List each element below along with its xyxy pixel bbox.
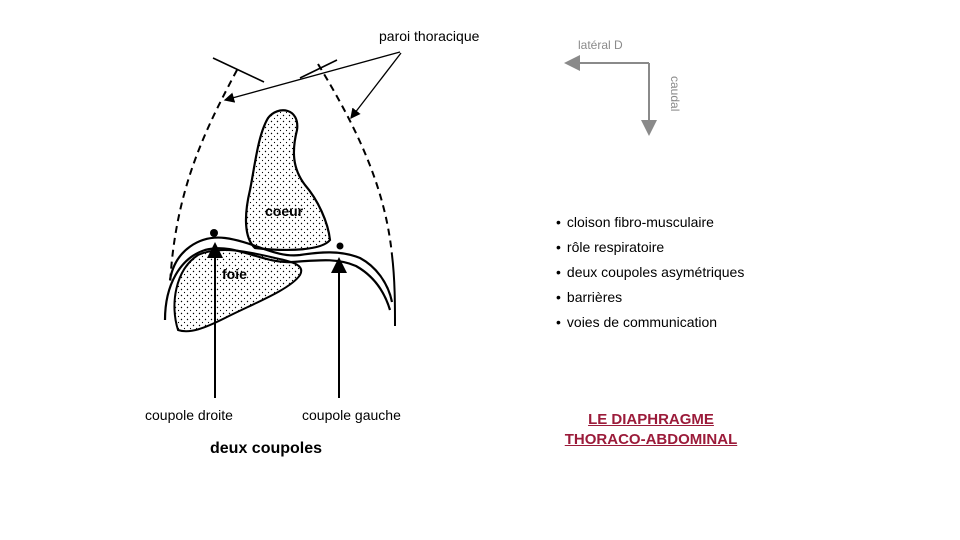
diaphragm-lower-line	[163, 247, 392, 321]
liver-label: foie	[222, 266, 247, 282]
bullet-item: voies de communication	[556, 312, 744, 337]
left-dome-label: coupole gauche	[302, 407, 401, 423]
right-dome-label: coupole droite	[145, 407, 233, 423]
slide-title-line1: LE DIAPHRAGME	[588, 411, 714, 428]
lateral-label: latéral D	[578, 38, 623, 52]
heart-shape	[244, 109, 332, 252]
paroi-arrow-right	[223, 51, 401, 103]
right-dome-dot	[210, 229, 218, 237]
bullet-list: cloison fibro-musculaire rôle respiratoi…	[556, 212, 744, 337]
diaphragm-upper-line	[168, 236, 394, 303]
paroi-arrow-left	[350, 52, 402, 120]
bullet-item: barrières	[556, 287, 744, 312]
cut-mark-right	[212, 57, 265, 83]
liver-shape	[173, 249, 303, 333]
bullet-item: deux coupoles asymétriques	[556, 262, 744, 287]
left-dome-dot	[336, 242, 344, 250]
left-thoracic-wall-lower	[391, 254, 396, 327]
bullet-item: cloison fibro-musculaire	[556, 212, 744, 237]
heart-label: coeur	[265, 203, 304, 219]
right-thoracic-wall	[169, 69, 238, 286]
paroi-label: paroi thoracique	[379, 28, 480, 44]
cut-mark-left	[299, 59, 338, 79]
slide-title-line2: THORACO-ABDOMINAL	[564, 431, 738, 448]
left-thoracic-wall	[317, 63, 393, 256]
diagram-caption: deux coupoles	[210, 440, 323, 457]
slide-title: LE DIAPHRAGME THORACO-ABDOMINAL	[547, 410, 755, 450]
caudal-label: caudal	[668, 76, 682, 112]
bullet-item: rôle respiratoire	[556, 237, 744, 262]
